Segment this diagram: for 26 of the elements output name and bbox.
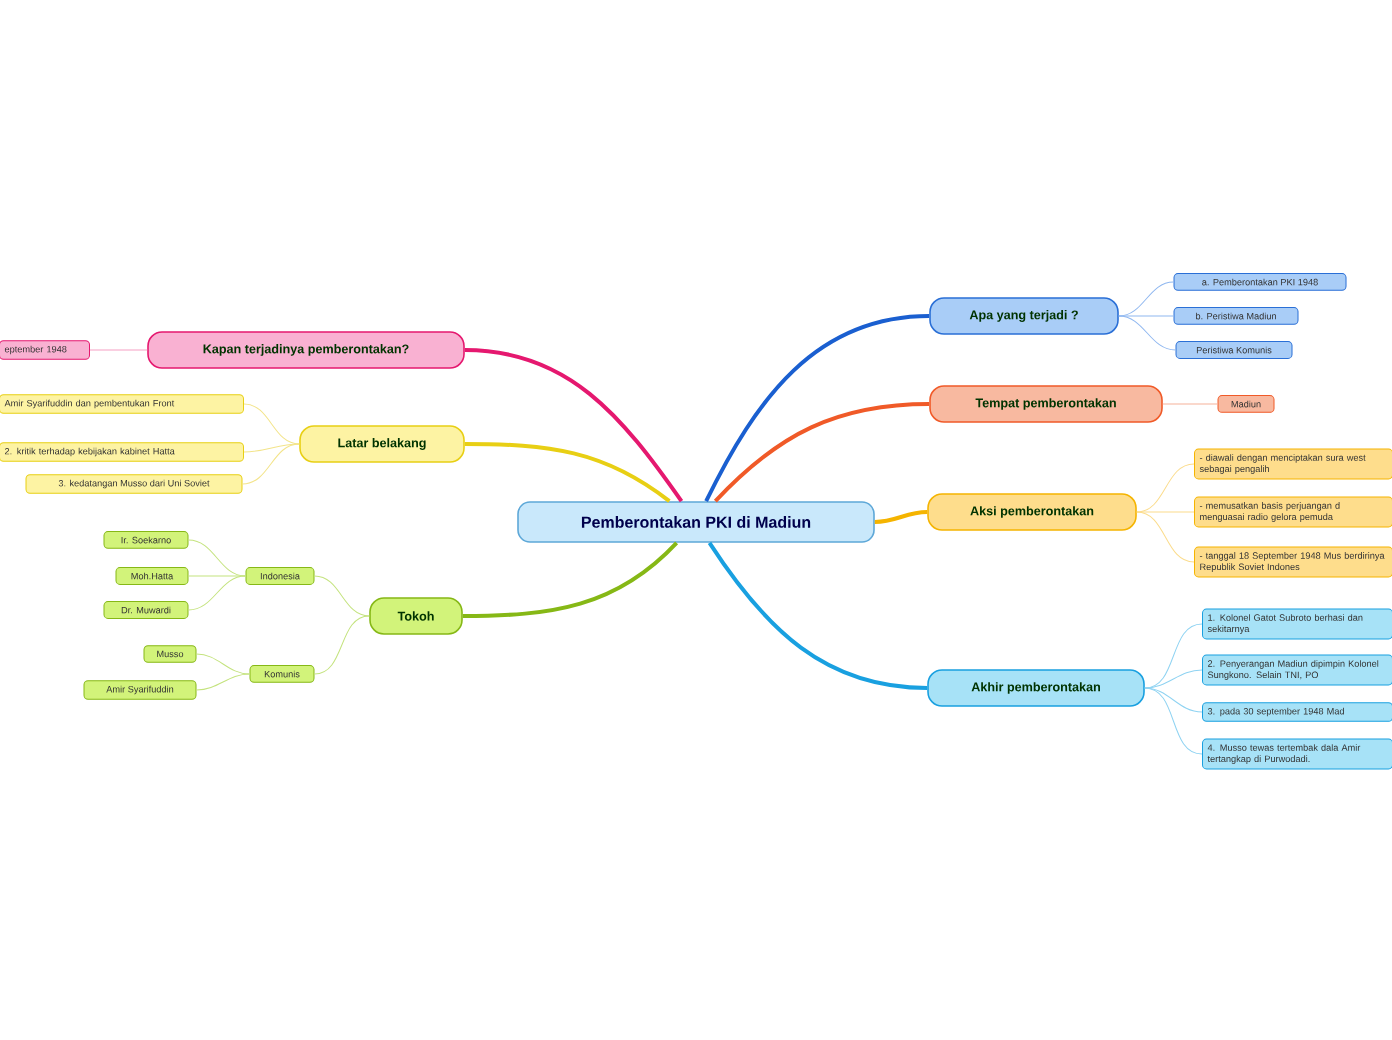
connector-line [314,575,370,617]
connector-line [464,442,671,503]
connector-line [1144,669,1203,689]
connector-line [314,615,370,675]
connector-line [713,402,930,503]
connector-line [1144,687,1203,755]
connector-line [707,541,928,690]
connector-line [243,443,300,453]
connector-line [242,443,300,485]
connector-line [89,349,148,351]
connector-line [874,510,928,524]
connector-line [1162,403,1218,405]
connector-line [1144,687,1203,713]
connector-line [704,314,930,503]
connector-line [188,575,246,611]
connector-line [462,541,679,618]
connector-line [464,348,684,503]
connector-line [196,653,250,675]
connector-line [1136,511,1195,563]
connector-line [1118,315,1176,351]
connector-line [1136,511,1195,513]
connector-line [1118,315,1174,317]
central-topic-box: Pemberontakan PKI di Madiun [517,501,875,543]
connector-line [243,403,300,445]
connector-line [188,575,246,577]
connector-line [196,673,250,691]
